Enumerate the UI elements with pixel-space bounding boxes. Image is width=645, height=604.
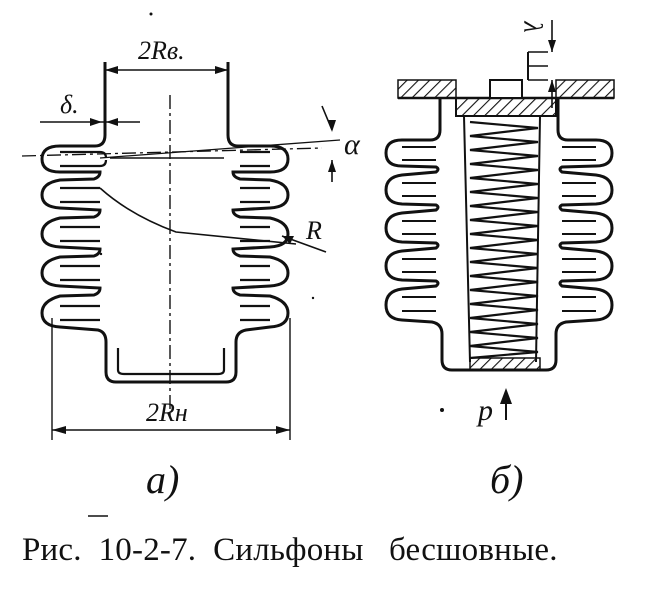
wall-thickness-label: δ.: [60, 90, 79, 119]
force-label: p: [478, 394, 493, 427]
bellows-a: [21, 62, 341, 440]
stroke-label: λ: [518, 21, 548, 33]
bellows-b: [384, 20, 615, 420]
radius-label: R: [306, 216, 322, 245]
figure-caption: Рис. 10-2-7. Сильфоны бесшовные.: [22, 532, 558, 568]
outer-diameter-label: 2Rн: [146, 398, 188, 427]
panel-a-label: а): [146, 457, 180, 502]
inner-diameter-label: 2Rв.: [138, 36, 185, 65]
panel-b-label: б): [490, 457, 524, 502]
angle-label: α: [344, 128, 360, 161]
